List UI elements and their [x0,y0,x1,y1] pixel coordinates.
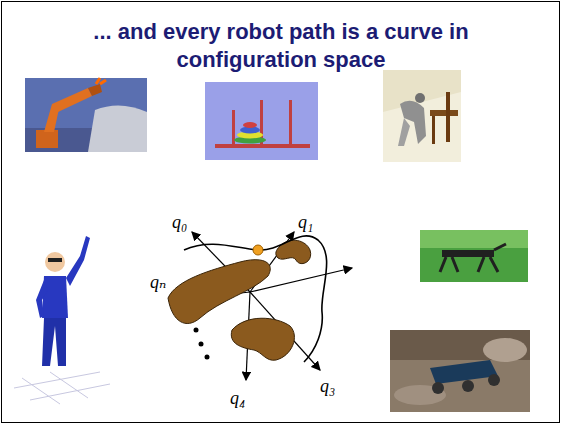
axis-label: q₃ [320,376,335,396]
rover-photo [390,330,530,412]
human-figure-picture [14,236,110,404]
humanoid-chair-picture [383,70,461,162]
axis-label: q₀ [172,212,187,232]
robot-arm-picture [25,78,147,152]
hanoi-picture [205,82,318,160]
configuration-space-sketch [168,232,352,380]
slide-title: ... and every robot path is a curve in c… [71,18,491,74]
axis-label: qₙ [150,272,166,292]
axis-label: q₄ [230,388,245,408]
quadruped-picture [420,230,528,282]
axis-label: q₁ [298,212,313,232]
